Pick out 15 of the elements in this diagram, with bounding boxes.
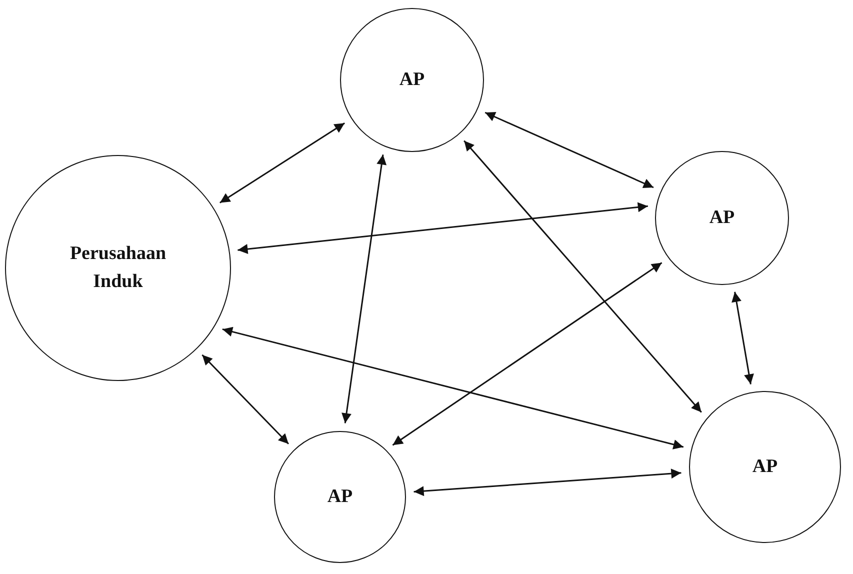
double-headed-arrow — [484, 112, 654, 188]
node-label: AP — [327, 485, 353, 510]
double-headed-arrow — [202, 354, 290, 444]
node-label: AP — [399, 68, 425, 92]
double-headed-arrow — [238, 202, 648, 254]
double-headed-arrow — [732, 292, 754, 384]
double-headed-arrow — [220, 122, 345, 204]
double-headed-arrow — [414, 468, 682, 496]
node-label: Perusahaan Induk — [68, 242, 168, 294]
node-label: AP — [709, 206, 735, 230]
double-headed-arrow — [464, 140, 702, 413]
double-headed-arrow — [392, 262, 662, 446]
double-headed-arrow — [222, 326, 684, 450]
double-headed-arrow — [342, 154, 387, 424]
node-label: AP — [752, 455, 778, 480]
